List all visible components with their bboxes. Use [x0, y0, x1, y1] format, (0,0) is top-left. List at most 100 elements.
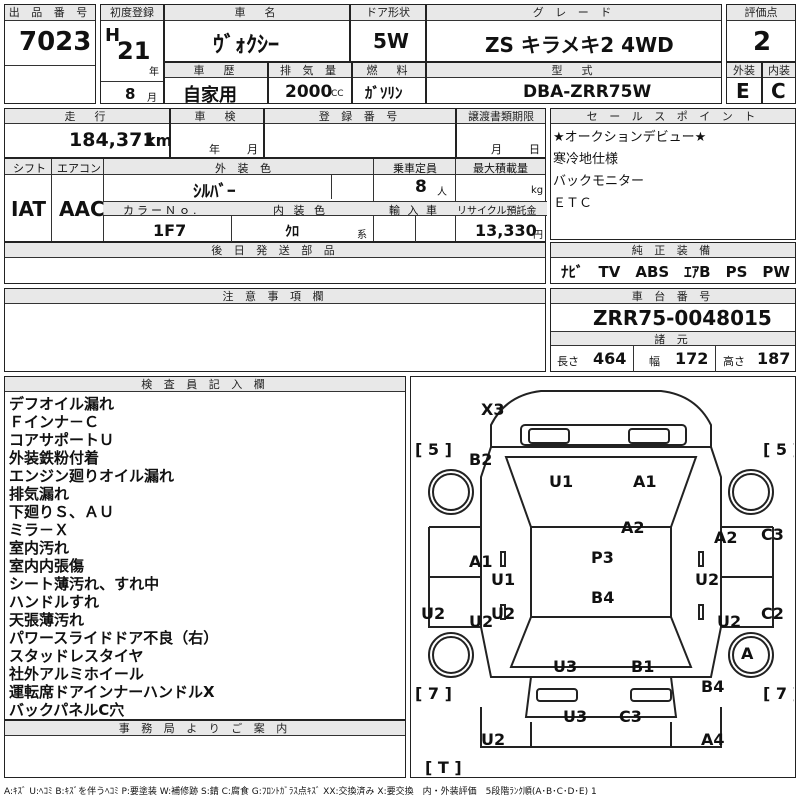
registration-number-box: 登 録 番 号	[264, 108, 456, 158]
exterior-color: ｼﾙﾊﾞｰ	[193, 182, 236, 202]
model-box: 型 式 DBA-ZRR75W	[426, 62, 722, 104]
first-registration-label: 初度登録	[101, 5, 163, 21]
displacement-box: 排 気 量 2000 CC	[268, 62, 352, 104]
height-label: 高さ	[723, 355, 745, 368]
inspector-note: 室内汚れ	[9, 539, 70, 557]
damage-mark: U2	[717, 612, 741, 631]
damage-mark: U2	[491, 604, 515, 623]
inspector-note: 排気漏れ	[9, 485, 70, 503]
damage-mark: U2	[481, 730, 505, 749]
lot-number-box: 出 品 番 号 7023	[4, 4, 96, 104]
damage-mark: A	[741, 644, 754, 663]
displacement-label: 排 気 量	[269, 63, 351, 78]
score-box: 評価点 2	[726, 4, 796, 62]
grade-label: グ レ ー ド	[427, 5, 721, 21]
capacity: 8	[415, 177, 427, 197]
registration-year: 21	[117, 37, 151, 65]
factory-equipment-label: 純 正 装 備	[551, 243, 795, 258]
damage-mark: U2	[469, 612, 493, 631]
office-notes-box: 事 務 局 よ り ご 案 内	[4, 720, 406, 778]
damage-mark: B4	[591, 588, 614, 607]
shift-label: シフト	[13, 162, 46, 175]
color-number: 1F7	[153, 221, 187, 240]
fuel-box: 燃 料 ｶﾞｿﾘﾝ	[352, 62, 426, 104]
damage-mark: C2	[761, 604, 784, 623]
model-label: 型 式	[427, 63, 721, 78]
damage-mark: P3	[591, 548, 614, 567]
inspector-note: スタッドレスタイヤ	[9, 647, 144, 665]
later-parts-label: 後 日 発 送 部 品	[5, 243, 545, 258]
damage-mark: U3	[563, 707, 587, 726]
chassis-number: ZRR75-0048015	[593, 306, 772, 330]
first-registration-box: 初度登録 H 21 年 8 月	[100, 4, 164, 104]
legend-text: A:ｷｽﾞ U:ﾍｺﾐ B:ｷｽﾞを伴うﾍｺﾐ P:要塗装 W:補修跡 S:錆 …	[4, 787, 597, 797]
sales-point-label: セ ー ル ス ポ イ ン ト	[551, 109, 795, 124]
lot-number: 7023	[19, 27, 92, 57]
import-label: 輸 入 車	[389, 204, 439, 217]
height-value: 187	[757, 349, 791, 368]
interior-grade: C	[771, 79, 786, 103]
transfer-deadline-box: 譲渡書類期限 月 日	[456, 108, 546, 158]
inspector-notes-label: 検 査 員 記 入 欄	[5, 377, 405, 392]
interior-color: ｸﾛ	[285, 224, 299, 240]
interior-color-label: 内 装 色	[273, 204, 328, 217]
inspector-note: シート薄汚れ、すれ中	[9, 575, 160, 593]
damage-mark: X3	[481, 400, 504, 419]
color-number-label: カラーＮｏ.	[123, 204, 200, 217]
length-label: 長さ	[557, 355, 579, 368]
grade: ZS キラメキ2 4WD	[485, 33, 674, 57]
inspector-note: 室内内張傷	[9, 557, 85, 575]
damage-mark: C3	[761, 525, 784, 544]
interior-grade-label: 内装	[763, 63, 795, 78]
damage-mark: B4	[701, 677, 724, 696]
transfer-month-unit: 月	[491, 143, 502, 156]
length-value: 464	[593, 349, 627, 368]
inspector-note: 外装鉄粉付着	[9, 449, 100, 467]
aircon-label: エアコン	[57, 162, 101, 175]
inspector-note: 運転席ドアインナーハンドルX	[9, 683, 215, 701]
car-name-label: 車 名	[165, 5, 349, 21]
inspection-box: 車 検 年 月	[170, 108, 264, 158]
damage-mark: U2	[695, 570, 719, 589]
mileage: 184,371	[69, 129, 156, 151]
sales-point-item: ＥＴＣ	[553, 196, 593, 211]
damage-mark: A1	[633, 472, 657, 491]
score-label: 評価点	[727, 5, 795, 21]
grade-box: グ レ ー ド ZS キラメキ2 4WD	[426, 4, 722, 62]
office-notes-label: 事 務 局 よ り ご 案 内	[5, 721, 405, 736]
door-type-box: ドア形状 5W	[350, 4, 426, 62]
width-value: 172	[675, 349, 709, 368]
era-letter: H	[105, 25, 121, 46]
door-type-label: ドア形状	[351, 5, 425, 21]
fuel: ｶﾞｿﾘﾝ	[365, 84, 403, 102]
door-type: 5W	[373, 29, 409, 53]
displacement-unit: CC	[331, 89, 344, 99]
equipment-list: ﾅﾋﾞ TV ABS ｴｱB PS PW	[561, 263, 790, 281]
tire-count-mark: [ 5 ]	[415, 440, 452, 459]
history-label: 車 歴	[165, 63, 267, 78]
sales-point-item: 寒冷地仕様	[553, 152, 619, 167]
inspector-note: ハンドルすれ	[9, 593, 100, 611]
mileage-unit: km	[145, 131, 173, 150]
damage-mark: A1	[469, 552, 493, 571]
tire-count-mark: [ 7 ]	[763, 684, 794, 703]
inspector-note: バックパネルC穴	[9, 701, 125, 719]
inspector-note: 天張薄汚れ	[9, 611, 85, 629]
damage-mark: U2	[421, 604, 445, 623]
transfer-deadline-label: 譲渡書類期限	[457, 109, 545, 124]
month-unit: 月	[147, 93, 157, 104]
recycle-fee: 13,330	[475, 221, 537, 240]
damage-mark: B2	[469, 450, 492, 469]
caution-label: 注 意 事 項 欄	[5, 289, 545, 304]
damage-mark: U1	[491, 570, 515, 589]
damage-mark: A4	[701, 730, 725, 749]
spec-grid: シフト エアコン 外 装 色 乗車定員 最大積載量 カラーＮｏ. 内 装 色 輸…	[4, 158, 547, 243]
dimensions-label: 諸 元	[551, 331, 795, 346]
car-name: ｳﾞｫｸｼｰ	[213, 33, 280, 58]
damage-mark: B1	[631, 657, 654, 676]
load-unit: kg	[531, 185, 544, 196]
